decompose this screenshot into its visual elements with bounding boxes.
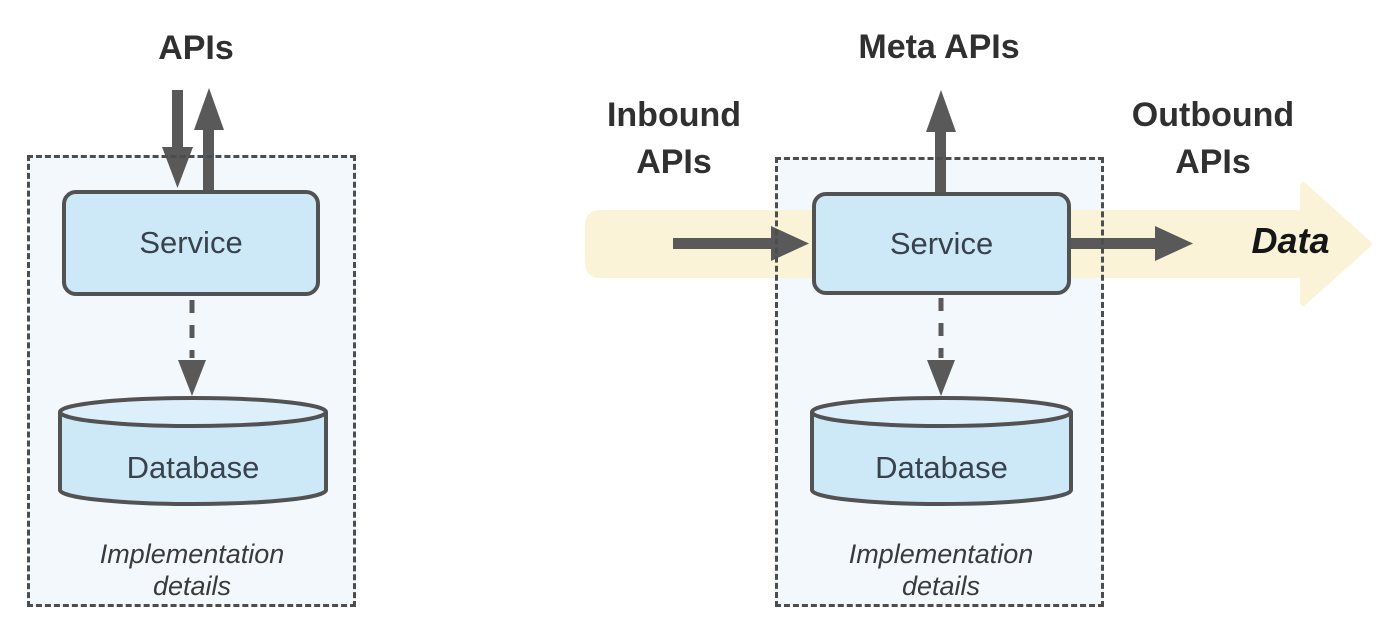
inbound-apis-label: Inbound APIs: [606, 96, 742, 181]
right-service-label: Service: [889, 225, 994, 261]
left-service-label: Service: [139, 225, 243, 260]
left-database-label: Database: [126, 450, 260, 485]
left-db-connector-icon: [178, 300, 206, 396]
left-service-node: Service: [62, 190, 320, 296]
api-request-down-arrow-icon: [162, 90, 193, 188]
right-implementation-boundary: [775, 157, 1104, 607]
left-implementation-boundary: [27, 155, 356, 607]
left-implementation-caption: Implementation details: [99, 539, 285, 602]
right-service-node: Service: [812, 192, 1071, 295]
left-apis-title: APIs: [158, 29, 234, 67]
meta-apis-title: Meta APIs: [858, 28, 1020, 66]
outbound-arrow-icon: [1071, 226, 1193, 261]
right-database-cylinder-icon: [810, 396, 1073, 506]
api-response-up-arrow-icon: [194, 88, 224, 192]
left-database-cylinder-icon: [58, 396, 328, 506]
outbound-apis-label: Outbound APIs: [1131, 96, 1295, 181]
data-flow-label: Data: [1251, 220, 1330, 261]
right-implementation-caption: Implementation details: [848, 539, 1034, 602]
right-db-connector-icon: [927, 298, 955, 396]
right-database-label: Database: [875, 450, 1008, 485]
meta-api-up-arrow-icon: [926, 90, 956, 192]
